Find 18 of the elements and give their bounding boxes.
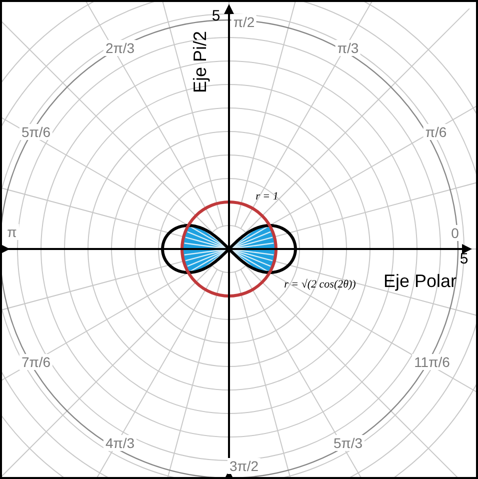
angle-label: 0 (449, 225, 461, 241)
angle-label: 4π/3 (103, 435, 137, 451)
equation-label: r = √(2 cos(2θ)) (284, 280, 356, 290)
angle-label: 5π/3 (331, 435, 365, 451)
angle-label: 2π/3 (103, 40, 137, 56)
angle-label: π/2 (231, 14, 257, 30)
angle-label: 7π/6 (19, 354, 53, 370)
axis-tick-label: 5 (460, 252, 468, 266)
axis-title: Eje Pi/2 (191, 30, 209, 94)
angle-label: 11π/6 (412, 354, 452, 370)
angle-label: π (5, 224, 19, 240)
equation-label: r = 1 (256, 192, 278, 202)
axis-tick-label: 5 (212, 8, 220, 24)
angle-label: 3π/2 (227, 458, 261, 474)
angle-label: 5π/6 (19, 124, 53, 140)
angle-label: π/3 (335, 40, 361, 56)
angle-label: π/6 (423, 124, 449, 140)
axis-title: Eje Polar (383, 272, 457, 290)
